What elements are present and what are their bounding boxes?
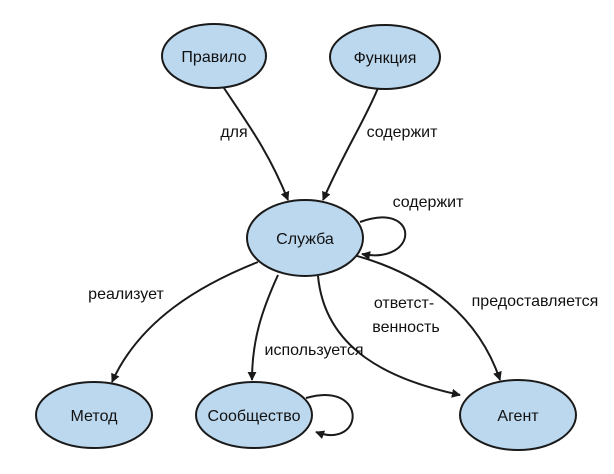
label-ispolzuetsya: используется: [265, 342, 364, 359]
label-realizuet: реализует: [88, 286, 164, 303]
edge-sluzhba-to-agent-otvetstvennost: [317, 275, 461, 398]
svg-text:Сообщество: Сообщество: [208, 408, 301, 425]
label-dlya: для: [220, 124, 247, 141]
node-pravilo[interactable]: Правило: [161, 23, 267, 89]
svg-text:ответст-: ответст-: [374, 295, 434, 312]
svg-text:Служба: Служба: [276, 231, 334, 248]
edge-sluzhba-to-metod: [111, 261, 259, 383]
edge-sluzhba-self-loop: [359, 216, 407, 260]
svg-text:используется: используется: [265, 342, 364, 359]
svg-text:Агент: Агент: [497, 408, 539, 425]
svg-text:Правило: Правило: [181, 49, 246, 66]
label-otvetstvennost: ответст- венность: [372, 295, 439, 336]
edge-sluzhba-to-agent-predostavlyaetsya: [349, 253, 502, 381]
node-agent[interactable]: Агент: [459, 379, 577, 451]
node-soobshchestvo[interactable]: Сообщество: [195, 381, 313, 449]
svg-text:венность: венность: [372, 319, 439, 336]
svg-text:Функция: Функция: [354, 50, 417, 67]
edge-funktsiya-to-sluzhba: [322, 87, 379, 201]
node-sluzhba[interactable]: Служба: [246, 199, 364, 277]
label-soderzhit-funktsiya: содержит: [367, 124, 439, 141]
label-soderzhit-loop: содержит: [393, 194, 465, 211]
edge-soobshchestvo-self-loop: [305, 394, 354, 440]
node-funktsiya[interactable]: Функция: [329, 24, 441, 90]
edge-sluzhba-to-soobshchestvo: [247, 274, 279, 381]
svg-text:Метод: Метод: [71, 408, 119, 425]
svg-text:реализует: реализует: [88, 286, 164, 303]
edge-pravilo-to-sluzhba: [221, 84, 290, 201]
svg-text:содержит: содержит: [393, 194, 465, 211]
label-predostavlyaetsya: предоставляется: [472, 293, 599, 310]
svg-text:предоставляется: предоставляется: [472, 293, 599, 310]
svg-text:содержит: содержит: [367, 124, 439, 141]
svg-text:для: для: [220, 124, 247, 141]
node-metod[interactable]: Метод: [35, 381, 153, 449]
